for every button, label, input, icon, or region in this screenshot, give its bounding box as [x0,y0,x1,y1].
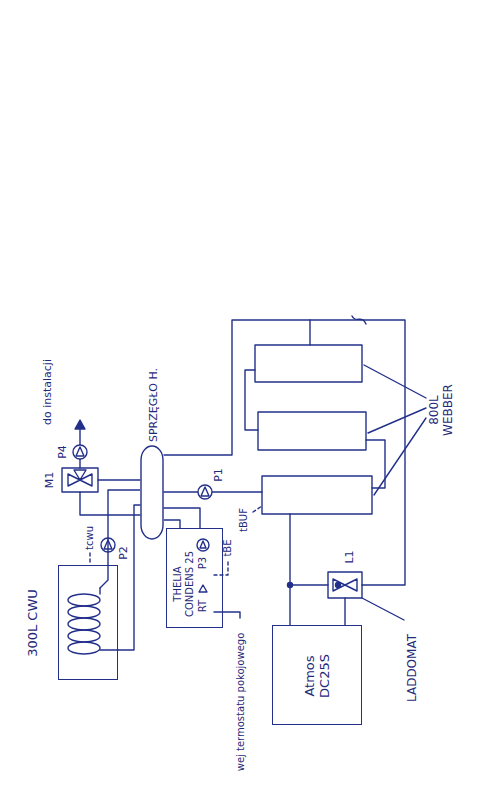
pipe-label: do instalacji [42,359,55,425]
sensor-label: tBUF [238,508,250,532]
pipe-connector [164,520,180,528]
supply-pipe [344,598,345,625]
buffer-label: 800L WEBBER [428,384,456,436]
leader-line [214,612,240,618]
supply-pipe [164,491,262,492]
sensor-line [253,506,262,512]
arrow-head [75,420,85,429]
coupler-outline [140,445,164,540]
buffer-pipe [366,440,385,488]
callout-number: P2 [118,546,131,560]
sensor-label: tBE [222,539,234,556]
leader-line [364,365,426,495]
supply-pipe [98,479,140,480]
callout-number: P3 [197,557,209,569]
node-heading: SPRZĘGŁO H. [148,368,161,442]
return-pipe [164,508,200,528]
callout-number: M1 [44,472,57,489]
pump-symbol [198,485,212,499]
solid-fuel-boiler: Atmos DC25S [272,625,362,725]
node-label: THELIA CONDENS 25 [172,549,195,619]
pump-symbol [197,539,209,551]
callout-number: P4 [57,445,70,459]
buffer-tank [255,345,372,514]
leader-line [362,598,404,620]
pump-symbol [73,445,87,459]
return-pipe [289,514,290,625]
return-pipe [118,505,140,650]
callout-number: P1 [213,468,226,482]
hydraulic-coupler: SPRZĘGŁO H. [140,445,164,540]
callout-number: RT [197,600,209,612]
note-label: wej termostatu pokojowego [235,633,247,772]
sensor-line [214,561,228,575]
dhw-tank: 300L CWU [58,565,118,680]
supply-pipe [164,320,405,585]
dhw-coil [68,566,118,654]
coupler-outline [141,446,163,539]
valve-label: LADDOMAT [406,634,420,702]
sensor-label: tcwu [84,526,96,550]
return-pipe [290,584,328,585]
buffer-pipe [245,370,258,430]
mixing-valve [62,468,98,492]
pipe-connector [108,490,140,565]
node-heading: 300L CWU [26,589,41,657]
rt-symbol [199,585,207,592]
return-pipe [80,492,140,515]
sensor-line [89,553,90,565]
node-label: Atmos DC25S [303,641,333,711]
callout-number: L1 [344,550,357,563]
laddomat-valve [328,572,362,598]
gas-boiler: THELIA CONDENS 25 [166,528,223,628]
buffer-pipe [309,320,310,345]
pipe-mark [352,316,366,324]
